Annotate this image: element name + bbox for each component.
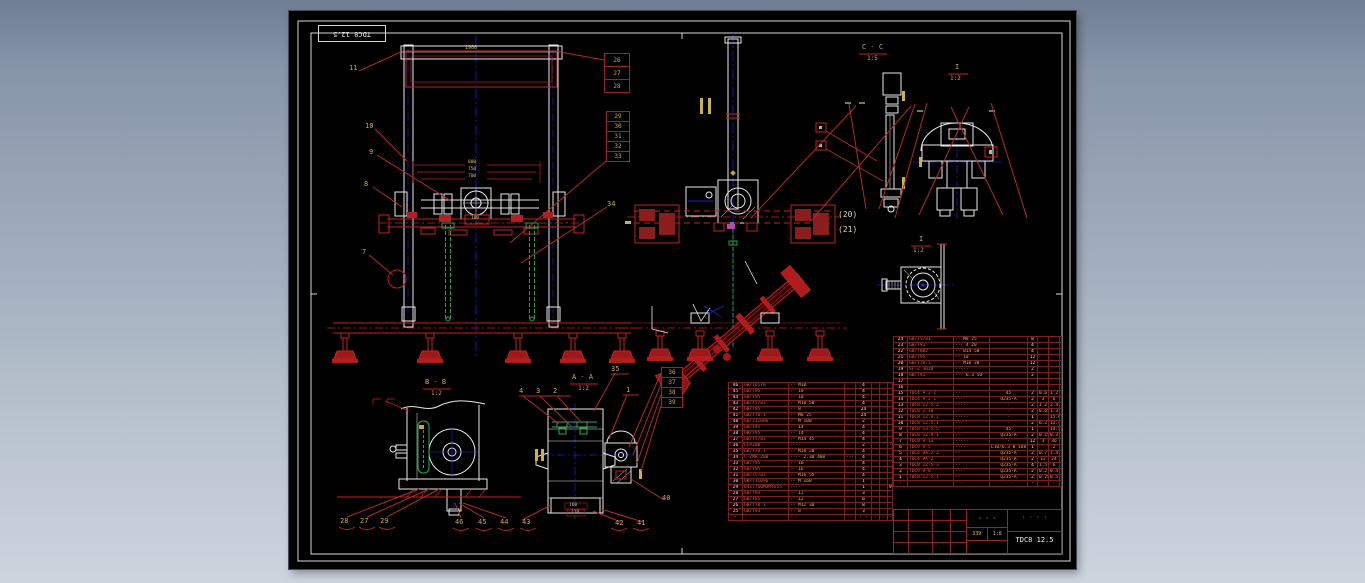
weight-value: 339	[967, 528, 988, 540]
drawing-number: TDC8 12.5	[1015, 536, 1054, 544]
callout-10: 10	[365, 122, 374, 130]
view-scale-aa: 1:2	[578, 385, 589, 392]
callout-28: 28	[604, 79, 630, 93]
callout-stack-26-28: 26 27 28	[604, 53, 630, 93]
callout-7: 7	[362, 248, 367, 256]
dim-aa-160: 160	[569, 503, 578, 508]
dim-750: 750	[468, 167, 477, 172]
view-scale-cc: 1:5	[867, 55, 878, 62]
dim-800: 800	[468, 160, 477, 165]
callout-9: 9	[369, 148, 374, 156]
view-scale-detail-top: 1:2	[950, 75, 961, 82]
dim-700: 700	[468, 174, 477, 179]
part-name: · · ·	[967, 510, 1007, 528]
view-label-aa: A - A	[572, 373, 594, 381]
table-row: 34C-2M8-200···· 2.30 400····4····	[728, 454, 893, 461]
title-block-right: · · · · TDC8 12.5	[1008, 510, 1061, 553]
section-bb-view	[337, 388, 521, 516]
callout-3: 3	[536, 387, 541, 395]
callout-stack-36-39: 36 37 38 39	[661, 367, 683, 408]
view-label-cc: C - C	[862, 43, 884, 51]
dim-span: 1900	[465, 45, 478, 51]
callout-4: 4	[519, 387, 524, 395]
sheet-info: · · · ·	[1008, 510, 1061, 532]
detail-i-top-view	[913, 73, 1001, 219]
callout-34: 34	[607, 200, 616, 208]
callout-2: 2	[553, 387, 558, 395]
callout-42: 42	[615, 519, 624, 527]
callout-40: 40	[662, 494, 671, 502]
callout-8: 8	[364, 180, 369, 188]
table-row: ·· ·· ··· ···· ·	[728, 514, 893, 521]
callout-11: 11	[349, 64, 358, 72]
view-label-bb: B - B	[425, 378, 447, 386]
view-scale-detail-mid: 1:2	[913, 247, 924, 254]
callout-33: 33	[606, 151, 630, 162]
view-label-detail-top: I	[955, 63, 960, 71]
detail-i-mid-view	[877, 243, 957, 330]
callout-row-28: 28	[340, 517, 349, 525]
callout-41: 41	[637, 519, 646, 527]
weight-scale-row: 339 1:8	[967, 528, 1007, 541]
rotated-title-box: TDC8 12.5	[318, 25, 386, 42]
title-block-middle: · · · 339 1:8	[967, 510, 1008, 553]
dim-aa-118: 118	[571, 510, 580, 515]
callout-row-44: 44	[500, 518, 509, 526]
callout-row-43: 43	[522, 518, 531, 526]
drawing-geometry	[297, 20, 1071, 562]
callout-21: (21)	[838, 225, 858, 234]
cad-sheet[interactable]: TDC8 12.5 1900 800 750 700 100 160 118 1…	[289, 11, 1076, 569]
dim-hub: 100	[471, 216, 480, 221]
callout-row-46: 46	[455, 518, 464, 526]
view-scale-bb: 1:2	[431, 390, 442, 397]
callout-35: 35	[611, 365, 620, 373]
callout-stack-29-33: 29 30 31 32 33	[606, 111, 630, 162]
callout-row-45: 45	[478, 518, 487, 526]
title-block-grid	[894, 510, 967, 553]
scale-value: 1:8	[992, 531, 1002, 537]
callout-39: 39	[661, 397, 683, 408]
view-label-detail-mid: I	[919, 235, 924, 243]
front-elevation-view	[327, 35, 637, 364]
title-block: · · · 339 1:8 · · · · TDC8 12.5	[893, 509, 1062, 554]
sheet-frame	[297, 20, 1071, 562]
section-aa-view	[535, 383, 642, 519]
callout-20: (20)	[838, 210, 858, 219]
callout-27: 27	[604, 66, 630, 80]
table-row: ·· ·· ·· ····· ·	[893, 480, 1062, 487]
callout-row-27: 27	[360, 517, 369, 525]
callout-1: 1	[626, 386, 631, 394]
leader-lines	[338, 50, 1028, 531]
callout-26: 26	[604, 53, 630, 67]
callout-row-29: 29	[380, 517, 389, 525]
